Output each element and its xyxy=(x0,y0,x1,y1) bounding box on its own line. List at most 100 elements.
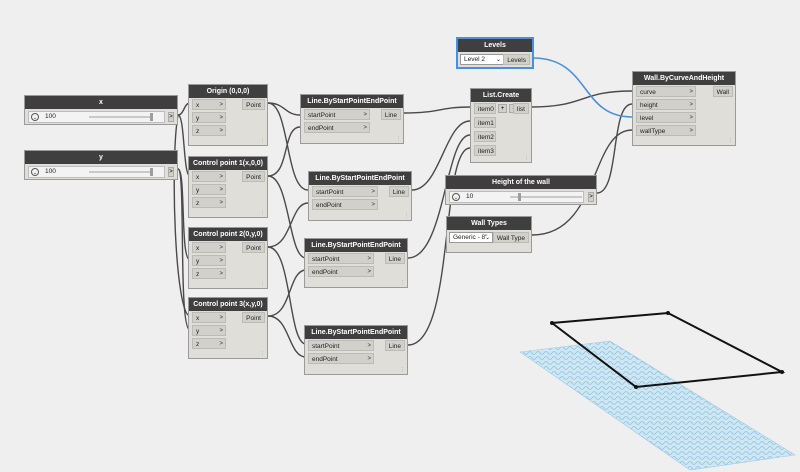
y-slider-node[interactable]: y ⌄ 100 > xyxy=(24,150,178,180)
height-slider-node[interactable]: Height of the wall ⌄ 10 > xyxy=(445,175,597,205)
slider-toggle-icon[interactable]: ⌄ xyxy=(31,168,39,176)
levels-node[interactable]: Levels Level 2 ⌄ Levels xyxy=(457,38,533,68)
control-point-3-node[interactable]: Control point 3(x,y,0) x> y> z> Point ⋮ xyxy=(188,297,268,359)
resize-icon[interactable]: ⋮ xyxy=(396,136,401,142)
input-port-endpoint[interactable]: endPoint> xyxy=(308,353,374,364)
x-slider[interactable]: ⌄ 100 xyxy=(28,111,165,123)
resize-icon[interactable]: ⋮ xyxy=(260,351,265,357)
input-port-startpoint[interactable]: startPoint> xyxy=(304,109,370,120)
control-point-1-node[interactable]: Control point 1(x,0,0) x> y> z> Point ⋮ xyxy=(188,156,268,218)
slider-thumb[interactable] xyxy=(518,193,521,201)
input-port-startpoint[interactable]: startPoint> xyxy=(308,340,374,351)
port-arrow-icon: > xyxy=(219,174,223,180)
3d-preview[interactable] xyxy=(510,305,800,472)
input-port-level[interactable]: level> xyxy=(636,112,696,123)
wall-types-node[interactable]: Wall Types Generic - 8" ⌄ Wall Type xyxy=(446,216,532,253)
output-port-line[interactable]: Line xyxy=(384,253,405,264)
wire-cp2-line2 xyxy=(267,202,309,248)
wall-by-curve-node[interactable]: Wall.ByCurveAndHeight curve> height> lev… xyxy=(632,71,736,146)
output-port-point[interactable]: Point xyxy=(242,312,265,323)
port-arrow-icon: > xyxy=(219,200,223,206)
slider-thumb[interactable] xyxy=(150,113,153,121)
output-port-line[interactable]: Line xyxy=(388,186,409,197)
x-slider-node[interactable]: x ⌄ 100 > xyxy=(24,95,178,125)
node-title: Control point 3(x,y,0) xyxy=(189,298,267,311)
control-point-2-node[interactable]: Control point 2(0,y,0) x> y> z> Point ⋮ xyxy=(188,227,268,289)
port-arrow-icon: > xyxy=(371,189,375,195)
output-port[interactable]: > xyxy=(588,192,594,202)
resize-icon[interactable]: ⋮ xyxy=(260,210,265,216)
resize-icon[interactable]: ⋮ xyxy=(524,155,529,161)
input-port-z[interactable]: z> xyxy=(192,197,226,208)
input-port-endpoint[interactable]: endPoint> xyxy=(312,199,378,210)
resize-icon[interactable]: ⋮ xyxy=(404,213,409,219)
port-arrow-icon: > xyxy=(371,202,375,208)
slider-track[interactable] xyxy=(89,171,151,173)
input-port-item2[interactable]: item2 xyxy=(474,131,496,142)
wire-line1-list xyxy=(403,106,471,114)
origin-node[interactable]: Origin (0,0,0) x> y> z> Point ⋮ xyxy=(188,84,268,146)
levels-dropdown[interactable]: Level 2 ⌄ xyxy=(460,54,504,65)
output-port-point[interactable]: Point xyxy=(242,99,265,110)
line-by-points-node-2[interactable]: Line.ByStartPointEndPoint startPoint> en… xyxy=(308,171,412,221)
line-by-points-node-3[interactable]: Line.ByStartPointEndPoint startPoint> en… xyxy=(304,238,408,288)
height-slider[interactable]: ⌄ 10 xyxy=(449,191,584,203)
input-port-endpoint[interactable]: endPoint> xyxy=(308,266,374,277)
input-port-y[interactable]: y> xyxy=(192,184,226,195)
input-port-x[interactable]: x> xyxy=(192,242,226,253)
resize-icon[interactable]: ⋮ xyxy=(400,280,405,286)
output-port-line[interactable]: Line xyxy=(384,340,405,351)
node-title: Line.ByStartPointEndPoint xyxy=(305,239,407,252)
resize-icon[interactable]: ⋮ xyxy=(260,138,265,144)
input-port-item0[interactable]: item0 xyxy=(474,103,496,114)
slider-toggle-icon[interactable]: ⌄ xyxy=(31,113,39,121)
port-arrow-icon: > xyxy=(367,256,371,262)
input-port-z[interactable]: z> xyxy=(192,338,226,349)
output-port-point[interactable]: Point xyxy=(242,242,265,253)
input-port-startpoint[interactable]: startPoint> xyxy=(312,186,378,197)
wall-vertex-marker xyxy=(780,370,784,374)
wall-vertex-marker xyxy=(666,311,670,315)
output-port[interactable]: > xyxy=(168,167,174,177)
output-port-wall-type[interactable]: Wall Type xyxy=(492,232,529,243)
output-port-wall[interactable]: Wall xyxy=(712,86,733,97)
input-port-item3[interactable]: item3 xyxy=(474,145,496,156)
input-port-endpoint[interactable]: endPoint> xyxy=(304,122,370,133)
port-arrow-icon: > xyxy=(363,112,367,118)
slider-toggle-icon[interactable]: ⌄ xyxy=(452,193,460,201)
input-port-startpoint[interactable]: startPoint> xyxy=(308,253,374,264)
input-port-x[interactable]: x> xyxy=(192,171,226,182)
output-port[interactable]: > xyxy=(168,112,174,122)
slider-thumb[interactable] xyxy=(150,168,153,176)
input-port-x[interactable]: x> xyxy=(192,312,226,323)
input-port-y[interactable]: y> xyxy=(192,255,226,266)
line-by-points-node-4[interactable]: Line.ByStartPointEndPoint startPoint> en… xyxy=(304,325,408,375)
input-port-x[interactable]: x> xyxy=(192,99,226,110)
resize-icon[interactable]: ⋮ xyxy=(728,138,733,144)
resize-icon[interactable]: ⋮ xyxy=(260,281,265,287)
port-arrow-icon: > xyxy=(219,315,223,321)
wall-type-dropdown[interactable]: Generic - 8" ⌄ xyxy=(449,232,493,243)
resize-icon[interactable]: ⋮ xyxy=(400,367,405,373)
list-create-node[interactable]: List.Create item0 + - item1 item2 item3 … xyxy=(470,88,532,163)
input-port-z[interactable]: z> xyxy=(192,268,226,279)
output-port-line[interactable]: Line xyxy=(380,109,401,120)
selected-wall-type: Generic - 8" xyxy=(453,234,488,241)
output-port-list[interactable]: list xyxy=(513,103,529,114)
output-port-point[interactable]: Point xyxy=(242,171,265,182)
slider-track[interactable] xyxy=(89,116,151,118)
input-port-y[interactable]: y> xyxy=(192,112,226,123)
add-input-button[interactable]: + xyxy=(498,104,507,113)
input-port-walltype[interactable]: wallType> xyxy=(636,125,696,136)
input-port-item1[interactable]: item1 xyxy=(474,117,496,128)
input-port-y[interactable]: y> xyxy=(192,325,226,336)
slider-track[interactable] xyxy=(510,196,582,198)
input-port-curve[interactable]: curve> xyxy=(636,86,696,97)
line-by-points-node-1[interactable]: Line.ByStartPointEndPoint startPoint> en… xyxy=(300,94,404,144)
output-port-levels[interactable]: Levels xyxy=(503,54,530,65)
y-slider[interactable]: ⌄ 100 xyxy=(28,166,165,178)
input-port-z[interactable]: z> xyxy=(192,125,226,136)
input-port-height[interactable]: height> xyxy=(636,99,696,110)
wire-cp2-line4 xyxy=(267,246,307,345)
